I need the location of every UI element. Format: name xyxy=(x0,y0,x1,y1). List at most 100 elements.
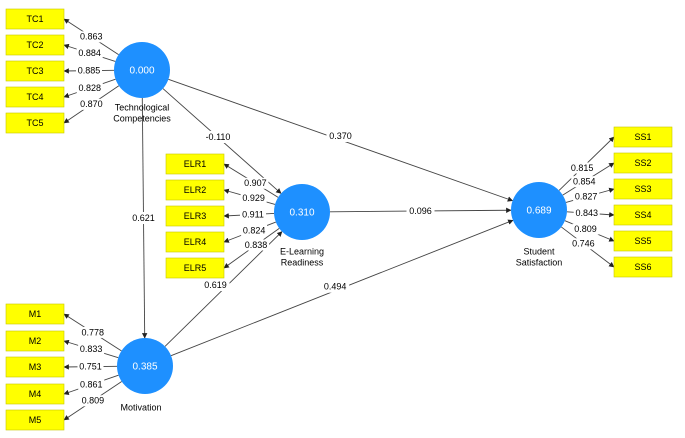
path-coefficient-elr-to-ss: 0.096 xyxy=(409,206,432,216)
indicator-label-ss4: SS4 xyxy=(634,210,651,220)
indicator-label-m4: M4 xyxy=(29,389,42,399)
indicator-box-elr2[interactable] xyxy=(165,179,225,201)
loading-label-bg xyxy=(569,162,596,174)
indicator-box-m5[interactable] xyxy=(5,409,65,431)
path-label-bg xyxy=(326,130,355,142)
indicator-label-elr5: ELR5 xyxy=(184,263,207,273)
loading-label-bg xyxy=(570,238,597,250)
indicator-box-tc4[interactable] xyxy=(5,86,65,108)
indicator-label-m5: M5 xyxy=(29,415,42,425)
indicator-box-elr3[interactable] xyxy=(165,205,225,227)
loading-value-tc5: 0.870 xyxy=(80,99,103,109)
loading-value-elr5: 0.838 xyxy=(245,240,268,250)
path-coefficient-tc-to-ss: 0.370 xyxy=(329,131,352,141)
loading-value-tc1: 0.863 xyxy=(80,32,103,42)
latent-name-ss-line-1: Student xyxy=(523,246,555,256)
latent-r2-value-mot: 0.385 xyxy=(132,362,157,373)
latent-variable-ss[interactable] xyxy=(511,182,567,238)
latent-variable-mot[interactable] xyxy=(117,338,173,394)
loading-value-elr1: 0.907 xyxy=(244,178,267,188)
nodes-layer xyxy=(5,8,673,431)
latent-variable-elr[interactable] xyxy=(274,184,330,240)
loading-value-elr4: 0.824 xyxy=(243,225,266,235)
latent-name-tc-line-1: Technological xyxy=(115,102,170,112)
loading-label-bg xyxy=(240,209,267,221)
indicator-box-ss2[interactable] xyxy=(613,152,673,174)
indicator-label-m1: M1 xyxy=(29,309,42,319)
loading-label-bg xyxy=(76,82,103,94)
indicator-box-m1[interactable] xyxy=(5,303,65,325)
indicator-label-ss1: SS1 xyxy=(634,132,651,142)
path-label-bg xyxy=(321,280,350,293)
loading-value-tc2: 0.884 xyxy=(78,48,101,58)
indicator-label-tc1: TC1 xyxy=(26,14,43,24)
latent-name-elr-line-1: E-Learning xyxy=(280,246,324,256)
latent-r2-value-ss: 0.689 xyxy=(526,206,551,217)
loading-label-bg xyxy=(573,207,600,219)
latent-name-elr-line-2: Readiness xyxy=(281,257,324,267)
latent-name-tc-line-2: Competencies xyxy=(113,113,171,123)
loading-value-m4: 0.861 xyxy=(80,379,103,389)
indicator-label-ss2: SS2 xyxy=(634,158,651,168)
indicator-box-ss1[interactable] xyxy=(613,126,673,148)
indicator-box-ss3[interactable] xyxy=(613,178,673,200)
path-label-bg xyxy=(129,212,158,224)
latent-r2-value-tc: 0.000 xyxy=(129,66,154,77)
indicator-box-m3[interactable] xyxy=(5,356,65,378)
indicator-box-elr4[interactable] xyxy=(165,231,225,253)
loading-value-ss3: 0.827 xyxy=(575,192,598,202)
indicator-box-m4[interactable] xyxy=(5,383,65,405)
loading-label-bg xyxy=(242,177,269,189)
path-label-bg xyxy=(406,205,435,217)
path-coefficient-tc-to-mot: 0.621 xyxy=(132,213,155,223)
loading-label-bg xyxy=(78,379,105,391)
latent-name-mot-line-1: Motivation xyxy=(120,402,161,412)
loading-label-bg xyxy=(243,239,270,251)
indicator-label-elr4: ELR4 xyxy=(184,237,207,247)
loading-label-bg xyxy=(78,98,105,110)
indicator-label-ss6: SS6 xyxy=(634,262,651,272)
indicator-box-ss6[interactable] xyxy=(613,256,673,278)
indicator-box-m2[interactable] xyxy=(5,330,65,352)
loading-label-bg xyxy=(571,176,598,188)
indicator-label-tc4: TC4 xyxy=(26,92,43,102)
loading-label-bg xyxy=(77,361,104,373)
indicator-box-tc2[interactable] xyxy=(5,34,65,56)
loading-value-m2: 0.833 xyxy=(80,344,103,354)
indicator-box-tc3[interactable] xyxy=(5,60,65,82)
path-label-bg xyxy=(204,131,232,143)
indicator-label-tc2: TC2 xyxy=(26,40,43,50)
loading-value-m5: 0.809 xyxy=(82,396,105,406)
loading-label-bg xyxy=(78,31,105,43)
loading-label-bg xyxy=(573,191,600,203)
loading-value-ss5: 0.809 xyxy=(574,224,597,234)
loading-value-m1: 0.778 xyxy=(81,327,104,337)
indicator-label-m3: M3 xyxy=(29,362,42,372)
loading-value-tc3: 0.885 xyxy=(78,66,101,76)
indicator-label-elr1: ELR1 xyxy=(184,159,207,169)
latent-r2-value-elr: 0.310 xyxy=(289,208,314,219)
loading-label-bg xyxy=(240,192,267,204)
path-coefficient-mot-to-elr: 0.619 xyxy=(204,280,227,290)
loading-value-elr2: 0.929 xyxy=(242,193,265,203)
indicator-box-ss5[interactable] xyxy=(613,230,673,252)
indicator-box-tc1[interactable] xyxy=(5,8,65,30)
latent-variable-tc[interactable] xyxy=(114,42,170,98)
path-coefficient-mot-to-ss: 0.494 xyxy=(324,282,347,292)
indicator-box-elr5[interactable] xyxy=(165,257,225,279)
loading-value-tc4: 0.828 xyxy=(79,83,102,93)
indicator-label-elr2: ELR2 xyxy=(184,185,207,195)
indicator-box-elr1[interactable] xyxy=(165,153,225,175)
loading-value-ss4: 0.843 xyxy=(575,208,598,218)
loading-label-bg xyxy=(78,343,105,355)
indicator-box-ss4[interactable] xyxy=(613,204,673,226)
indicator-label-m2: M2 xyxy=(29,336,42,346)
path-coefficient-tc-to-elr: -0.110 xyxy=(206,132,231,142)
loading-label-bg xyxy=(79,326,106,338)
loading-value-ss6: 0.746 xyxy=(572,239,595,249)
path-label-bg xyxy=(201,279,230,291)
indicator-box-tc5[interactable] xyxy=(5,112,65,134)
loading-value-ss2: 0.854 xyxy=(573,177,596,187)
indicator-label-ss3: SS3 xyxy=(634,184,651,194)
